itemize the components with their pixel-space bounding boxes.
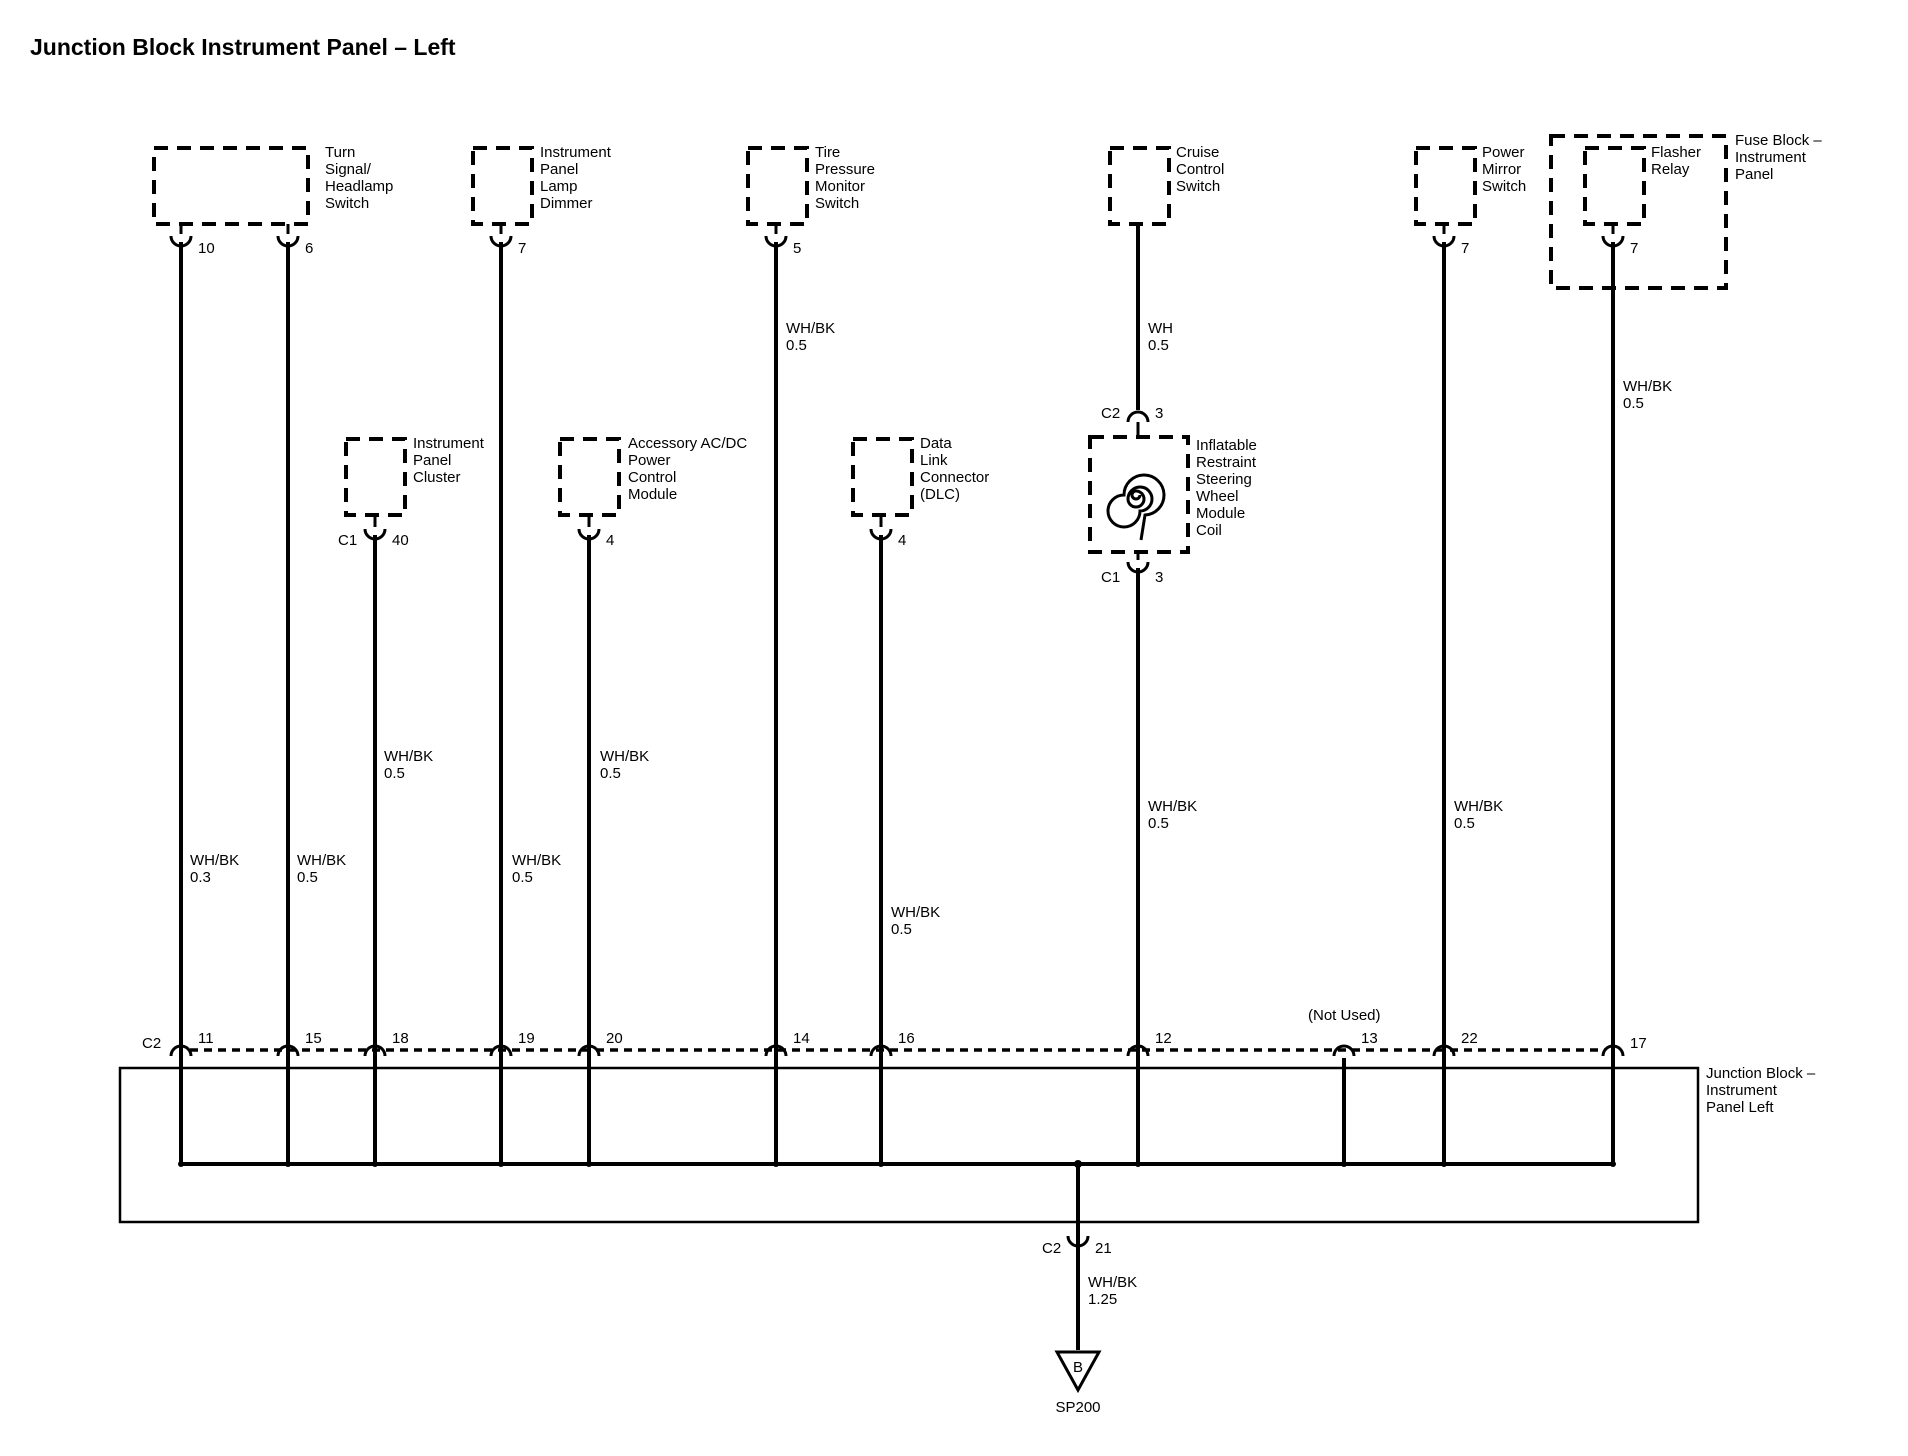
- ground-splice-icon: [1054, 1350, 1102, 1394]
- not-used-label: (Not Used): [1308, 1007, 1381, 1024]
- svg-text:14: 14: [793, 1030, 810, 1047]
- svg-text:C2: C2: [142, 1035, 161, 1052]
- clockspring-coil-icon: [1106, 473, 1166, 541]
- junction-block-box: [118, 1066, 1700, 1224]
- ip-cluster-label: Instrument Panel Cluster: [413, 435, 488, 486]
- wires: [179, 226, 1615, 1350]
- power-mirror-switch-label: Power Mirror Switch: [1482, 144, 1529, 195]
- svg-text:19: 19: [518, 1030, 535, 1047]
- accessory-power-module-box: [558, 437, 621, 517]
- fuse-block-label: Fuse Block – Instrument Panel: [1735, 132, 1826, 183]
- svg-text:WH0.5: WH0.5: [1148, 320, 1173, 354]
- svg-text:WH/BK0.5: WH/BK0.5: [600, 748, 649, 782]
- dlc-box: [851, 437, 914, 517]
- ground-letter: B: [1073, 1359, 1083, 1376]
- svg-text:18: 18: [392, 1030, 409, 1047]
- airbag-coil-box: [1088, 435, 1190, 554]
- svg-text:40: 40: [392, 532, 409, 549]
- svg-text:10: 10: [198, 240, 215, 257]
- accessory-power-module-label: Accessory AC/DC Power Control Module: [628, 435, 751, 503]
- svg-text:20: 20: [606, 1030, 623, 1047]
- airbag-coil-label: Inflatable Restraint Steering Wheel Modu…: [1196, 437, 1261, 539]
- svg-text:7: 7: [518, 240, 526, 257]
- splice-dots: [178, 1160, 1616, 1168]
- ip-lamp-dimmer-box: [471, 146, 534, 226]
- svg-text:15: 15: [305, 1030, 322, 1047]
- cruise-control-switch-box: [1108, 146, 1171, 226]
- svg-text:WH/BK0.3: WH/BK0.3: [190, 852, 239, 886]
- svg-text:13: 13: [1361, 1030, 1378, 1047]
- svg-text:22: 22: [1461, 1030, 1478, 1047]
- svg-text:C1: C1: [1101, 569, 1120, 586]
- tpms-switch-box: [746, 146, 809, 226]
- connector-symbols: [169, 224, 1625, 1248]
- diagram-title: Junction Block Instrument Panel – Left: [30, 34, 456, 60]
- svg-text:C2: C2: [1042, 1240, 1061, 1257]
- svg-text:WH/BK0.5: WH/BK0.5: [512, 852, 561, 886]
- svg-text:4: 4: [898, 532, 906, 549]
- svg-text:5: 5: [793, 240, 801, 257]
- turn-signal-switch-label: Turn Signal/ Headlamp Switch: [325, 144, 398, 212]
- dlc-label: Data Link Connector (DLC): [920, 435, 993, 503]
- tpms-switch-label: Tire Pressure Monitor Switch: [815, 144, 879, 212]
- svg-text:3: 3: [1155, 405, 1163, 422]
- svg-text:WH/BK0.5: WH/BK0.5: [1148, 798, 1197, 832]
- svg-text:C1: C1: [338, 532, 357, 549]
- junction-block-label: Junction Block – Instrument Panel Left: [1706, 1065, 1819, 1116]
- svg-text:16: 16: [898, 1030, 915, 1047]
- svg-text:12: 12: [1155, 1030, 1172, 1047]
- svg-text:7: 7: [1461, 240, 1469, 257]
- pin-labels: 10 6 7 5 7 7 40 4 4 3 3 21: [198, 240, 1638, 1257]
- splice-label: SP200: [1055, 1399, 1100, 1416]
- svg-text:3: 3: [1155, 569, 1163, 586]
- cruise-control-switch-label: Cruise Control Switch: [1176, 144, 1229, 195]
- svg-text:21: 21: [1095, 1240, 1112, 1257]
- turn-signal-switch-box: [152, 146, 310, 226]
- junction-pin-labels: 11 15 18 19 20 14 16 12 13 22 17 (Not Us…: [198, 1007, 1647, 1052]
- svg-text:7: 7: [1630, 240, 1638, 257]
- power-mirror-switch-box: [1414, 146, 1477, 226]
- svg-text:WH/BK0.5: WH/BK0.5: [297, 852, 346, 886]
- svg-text:WH/BK0.5: WH/BK0.5: [1623, 378, 1672, 412]
- svg-text:4: 4: [606, 532, 614, 549]
- svg-text:C2: C2: [1101, 405, 1120, 422]
- svg-text:11: 11: [198, 1030, 214, 1047]
- svg-text:6: 6: [305, 240, 313, 257]
- fuse-block-box: [1549, 134, 1728, 290]
- flasher-relay-box: [1583, 146, 1646, 226]
- connector-id-labels: C1 C2 C1 C2 C2: [142, 405, 1120, 1257]
- ip-lamp-dimmer-label: Instrument Panel Lamp Dimmer: [540, 144, 615, 212]
- svg-text:WH/BK0.5: WH/BK0.5: [891, 904, 940, 938]
- svg-text:WH/BK0.5: WH/BK0.5: [1454, 798, 1503, 832]
- svg-text:WH/BK0.5: WH/BK0.5: [384, 748, 433, 782]
- ip-cluster-box: [344, 437, 407, 517]
- svg-text:WH/BK0.5: WH/BK0.5: [786, 320, 835, 354]
- flasher-relay-label: Flasher Relay: [1651, 144, 1705, 178]
- svg-text:WH/BK1.25: WH/BK1.25: [1088, 1274, 1137, 1308]
- svg-text:17: 17: [1630, 1035, 1647, 1052]
